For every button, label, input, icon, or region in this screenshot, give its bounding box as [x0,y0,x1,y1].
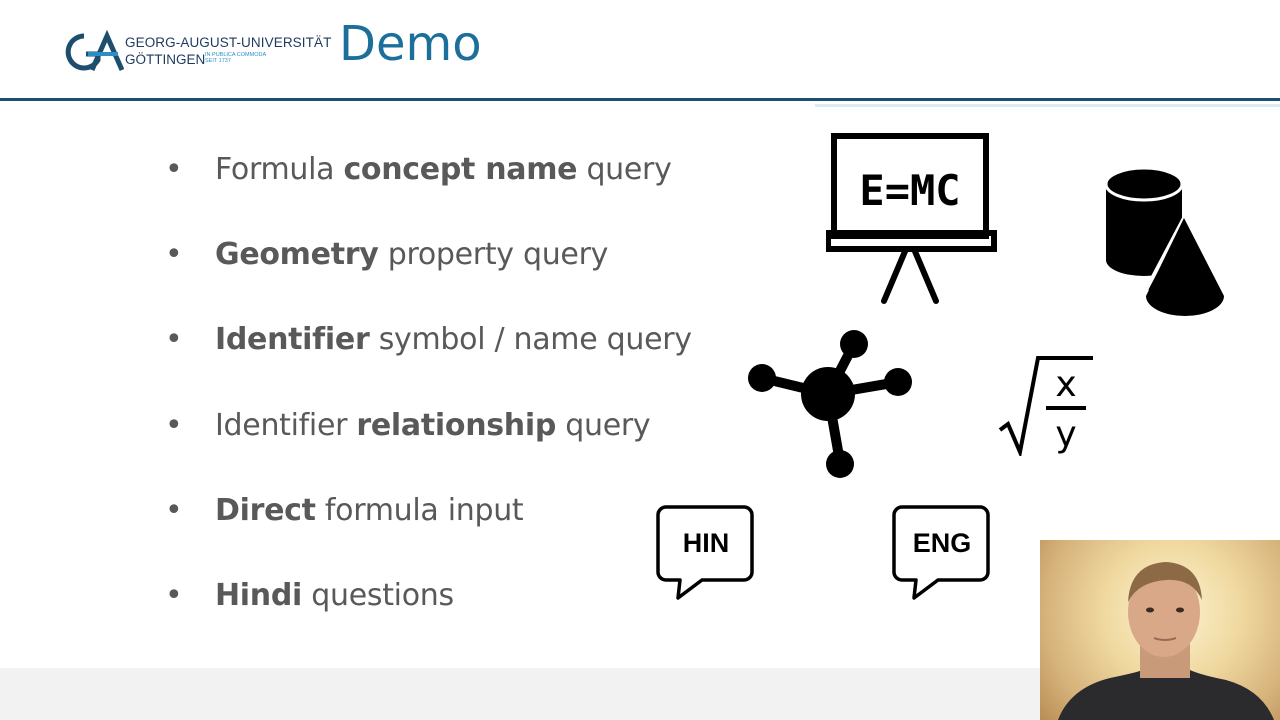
bullet-item: Formula concept name query [165,152,692,237]
sqrt-denominator: y [1055,414,1076,455]
molecule-icon [748,330,912,478]
speech-bubble-icon: HIN [656,505,754,600]
webcam-video [1040,540,1280,720]
slide-title: Demo [339,16,482,72]
bullet-item: Identifier symbol / name query [165,322,692,407]
sqrt-numerator: x [1055,364,1076,405]
blackboard-icon: E=MC [826,133,997,304]
header-rule [0,98,1280,101]
slide-footer-band [0,668,1040,720]
bullet-list: Formula concept name query Geometry prop… [165,152,692,663]
blackboard-text: E=MC [859,166,960,215]
header-rule-accent [815,104,1280,107]
geometry-shapes-icon [1104,166,1225,316]
speech-bubble-icon: ENG [892,505,990,600]
logo-line1: GEORG-AUGUST-UNIVERSITÄT [125,35,332,50]
bullet-item: Identifier relationship query [165,408,692,493]
logo-line2: GÖTTINGEN [125,52,206,67]
square-root-icon: x y [998,356,1093,456]
presenter-avatar [1058,562,1274,720]
bubble-hin-label: HIN [683,528,730,558]
bubble-eng-label: ENG [913,528,972,558]
bullet-item: Geometry property query [165,237,692,322]
university-logo: GEORG-AUGUST-UNIVERSITÄT GÖTTINGEN IN PU… [62,28,331,76]
university-logo-icon [65,29,124,72]
bullet-item: Hindi questions [165,578,692,663]
bullet-item: Direct formula input [165,493,692,578]
